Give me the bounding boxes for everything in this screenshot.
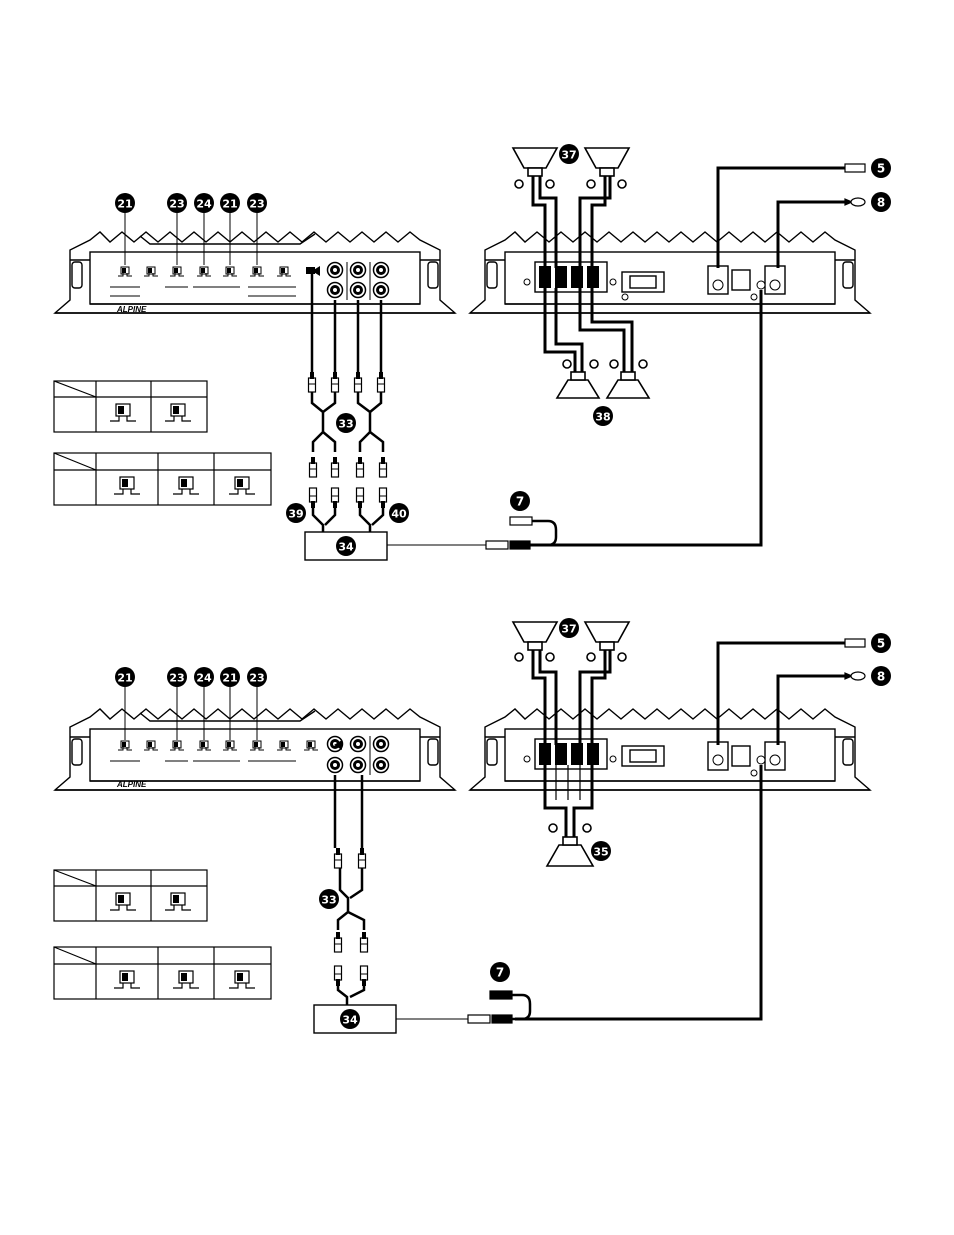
svg-text:34: 34: [338, 541, 354, 554]
svg-text:34: 34: [342, 1014, 358, 1027]
callout-24: 24: [194, 193, 214, 213]
svg-text:38: 38: [595, 411, 610, 424]
callout-34: 34: [336, 536, 356, 556]
svg-text:7: 7: [516, 495, 524, 509]
callout-33: 33: [319, 889, 339, 909]
power-connectors-2: [845, 639, 865, 680]
svg-text:35: 35: [593, 846, 608, 859]
callout-34: 34: [340, 1009, 360, 1029]
callout-40: 40: [389, 503, 409, 523]
callout-33: 33: [336, 413, 356, 433]
amplifier-rear-panel: [470, 232, 870, 313]
brand-logo-2: ALPINE: [116, 780, 147, 789]
callout-21: 21: [115, 667, 135, 687]
callout-37: 37: [559, 144, 579, 164]
svg-text:33: 33: [338, 418, 353, 431]
callout-8: 8: [871, 666, 891, 686]
brand-logo: ALPINE: [116, 305, 147, 314]
callout-5: 5: [871, 158, 891, 178]
svg-text:8: 8: [877, 670, 885, 684]
callout-23: 23: [247, 193, 267, 213]
power-connectors: [845, 164, 865, 206]
svg-text:39: 39: [288, 508, 303, 521]
subwoofer-speaker: [547, 824, 593, 866]
svg-text:23: 23: [249, 672, 264, 685]
callout-21: 21: [220, 667, 240, 687]
callout-7: 7: [490, 962, 510, 982]
callout-23: 23: [167, 193, 187, 213]
svg-text:21: 21: [222, 672, 237, 685]
callout-39: 39: [286, 503, 306, 523]
callout-23: 23: [247, 667, 267, 687]
callout-21: 21: [220, 193, 240, 213]
callout-38: 38: [593, 406, 613, 426]
callout-5: 5: [871, 633, 891, 653]
callout-24: 24: [194, 667, 214, 687]
svg-text:40: 40: [391, 508, 407, 521]
remote-connector-2: [468, 991, 530, 1023]
svg-text:24: 24: [196, 672, 212, 685]
svg-text:24: 24: [196, 198, 212, 211]
svg-text:23: 23: [169, 672, 184, 685]
svg-text:5: 5: [877, 162, 885, 176]
svg-text:7: 7: [496, 966, 504, 980]
svg-text:5: 5: [877, 637, 885, 651]
svg-text:37: 37: [561, 623, 576, 636]
svg-text:23: 23: [249, 198, 264, 211]
callout-8: 8: [871, 192, 891, 212]
svg-text:8: 8: [877, 196, 885, 210]
remote-connector: [486, 517, 556, 549]
svg-text:21: 21: [222, 198, 237, 211]
callout-35: 35: [591, 841, 611, 861]
svg-text:21: 21: [117, 672, 132, 685]
callout-21: 21: [115, 193, 135, 213]
amplifier-rear-panel-2: [470, 709, 870, 790]
svg-text:33: 33: [321, 894, 336, 907]
rear-speakers: [557, 360, 649, 398]
callout-23: 23: [167, 667, 187, 687]
callout-7: 7: [510, 491, 530, 511]
svg-text:21: 21: [117, 198, 132, 211]
svg-text:37: 37: [561, 149, 576, 162]
svg-text:23: 23: [169, 198, 184, 211]
power-wires: [530, 168, 845, 545]
callout-37: 37: [559, 618, 579, 638]
